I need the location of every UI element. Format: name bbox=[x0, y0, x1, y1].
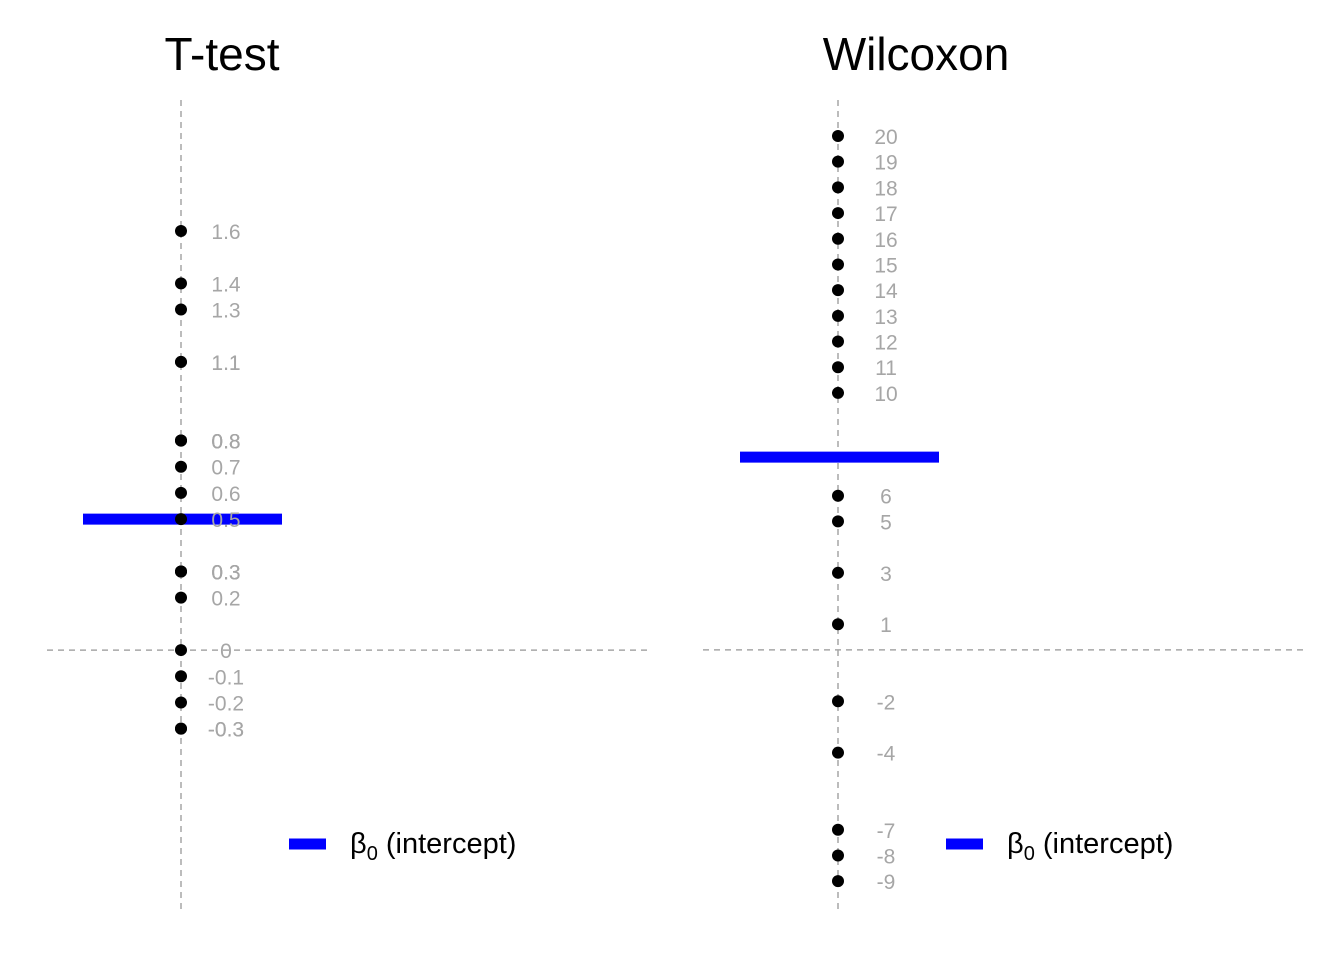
data-point bbox=[832, 515, 844, 528]
data-point bbox=[175, 670, 187, 683]
data-point bbox=[175, 303, 187, 316]
data-point-label: -4 bbox=[877, 743, 896, 766]
data-point bbox=[175, 224, 187, 237]
data-point-label: -0.3 bbox=[208, 719, 244, 742]
data-point bbox=[832, 746, 844, 759]
data-point-label: 11 bbox=[875, 357, 897, 380]
data-point bbox=[175, 355, 187, 368]
data-point-label: 0.6 bbox=[211, 483, 240, 506]
data-point bbox=[175, 486, 187, 499]
data-point bbox=[175, 722, 187, 735]
data-point-label: -2 bbox=[877, 691, 896, 714]
data-point-label: -0.3 bbox=[208, 719, 244, 742]
data-point-label: -0.1 bbox=[208, 666, 244, 689]
data-point-label: 0.3 bbox=[211, 561, 240, 584]
panel-t-test: T-test1.61.41.31.11.10.80.80.80.70.60.50… bbox=[47, 28, 650, 912]
data-point bbox=[832, 875, 844, 888]
data-point-label: 1 bbox=[880, 614, 892, 637]
data-point-label: 15 bbox=[874, 254, 897, 277]
data-point-label: 1.1 bbox=[211, 352, 240, 375]
data-point-label: 1.6 bbox=[211, 221, 240, 244]
data-point-label: 0.3 bbox=[211, 561, 240, 584]
data-point bbox=[175, 277, 187, 290]
data-point-label: 0.8 bbox=[211, 431, 240, 454]
data-point bbox=[832, 232, 844, 245]
data-point bbox=[832, 618, 844, 631]
data-point bbox=[832, 129, 844, 142]
data-point-label: 5 bbox=[880, 511, 892, 534]
data-point-label: 16 bbox=[874, 229, 897, 252]
legend: β0 (intercept) bbox=[289, 828, 516, 865]
data-point bbox=[175, 591, 187, 604]
legend: β0 (intercept) bbox=[946, 828, 1173, 865]
data-point-label: 0.3 bbox=[211, 561, 240, 584]
data-point bbox=[175, 565, 187, 578]
data-point-label: 13 bbox=[874, 306, 897, 329]
data-point bbox=[832, 181, 844, 194]
data-point-label: 19 bbox=[874, 152, 897, 175]
data-point-label: 14 bbox=[874, 280, 898, 303]
legend-label: β0 (intercept) bbox=[350, 828, 516, 865]
data-point bbox=[832, 155, 844, 168]
data-point-label: 0.8 bbox=[211, 431, 240, 454]
chart-title: T-test bbox=[164, 28, 279, 80]
data-point bbox=[832, 695, 844, 708]
data-point bbox=[832, 386, 844, 399]
data-point-label: 17 bbox=[874, 203, 897, 226]
data-point-label: -9 bbox=[877, 871, 896, 894]
data-point-label: -7 bbox=[877, 820, 896, 843]
panel-wilcoxon: Wilcoxon20191817161514131211106531-2-4-7… bbox=[703, 28, 1305, 912]
legend-label: β0 (intercept) bbox=[1007, 828, 1173, 865]
data-point-label: -0.2 bbox=[208, 692, 244, 715]
data-point-label: 12 bbox=[874, 332, 897, 355]
data-point bbox=[832, 335, 844, 348]
data-point-label: 1.4 bbox=[211, 273, 241, 296]
data-point-label: 20 bbox=[874, 126, 897, 149]
data-point-label: 6 bbox=[880, 486, 892, 509]
data-point bbox=[175, 460, 187, 473]
chart-title: Wilcoxon bbox=[823, 28, 1010, 80]
data-point bbox=[832, 823, 844, 836]
data-point bbox=[832, 361, 844, 374]
data-point bbox=[175, 513, 187, 526]
data-point bbox=[175, 644, 187, 657]
data-point bbox=[832, 309, 844, 322]
data-point bbox=[832, 489, 844, 502]
data-point bbox=[832, 258, 844, 271]
data-point-label: 0.2 bbox=[211, 588, 240, 611]
data-point bbox=[832, 566, 844, 579]
data-point-label: -8 bbox=[877, 845, 896, 868]
data-point-label: 0.7 bbox=[211, 457, 240, 480]
data-point-label: 0 bbox=[220, 640, 232, 663]
data-point-label: 0.8 bbox=[211, 431, 240, 454]
data-point bbox=[832, 849, 844, 862]
data-point bbox=[175, 434, 187, 447]
data-point bbox=[832, 284, 844, 297]
data-point-label: 0.5 bbox=[211, 509, 240, 532]
data-point-label: 1.1 bbox=[211, 352, 240, 375]
data-point bbox=[832, 207, 844, 220]
data-point-label: 3 bbox=[880, 563, 892, 586]
data-point-label: 1.3 bbox=[211, 300, 240, 323]
data-point-label: 18 bbox=[874, 177, 897, 200]
data-point-label: 10 bbox=[874, 383, 897, 406]
data-point bbox=[175, 696, 187, 709]
